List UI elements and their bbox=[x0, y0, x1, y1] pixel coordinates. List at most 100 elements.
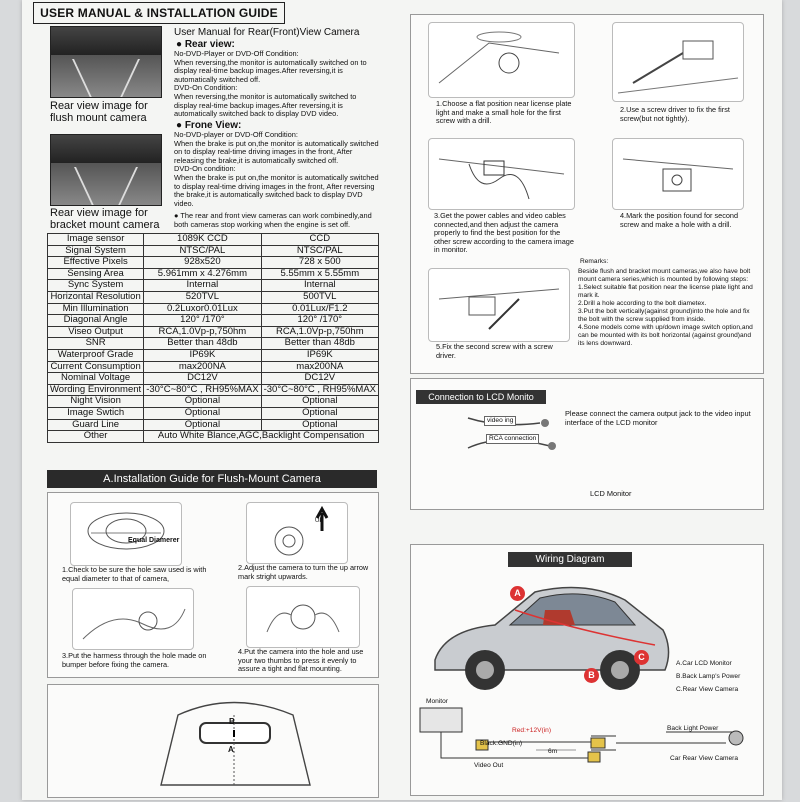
bracket-step3-sketch bbox=[428, 138, 575, 210]
cable-length-label: 6m bbox=[548, 748, 558, 755]
wiring-schematic bbox=[419, 707, 744, 763]
spec-value: 928x520 bbox=[143, 256, 262, 269]
spec-value: 728 x 500 bbox=[260, 256, 380, 269]
spec-label: Sensing Area bbox=[46, 267, 145, 281]
spec-label: Effective Pixels bbox=[46, 256, 145, 269]
spec-label: Wording Environment bbox=[46, 383, 145, 397]
flush-step3-text: 3.Put the harmess through the hole made … bbox=[62, 651, 207, 669]
bracket-step1-sketch bbox=[428, 22, 575, 98]
flush-step4-sketch bbox=[246, 586, 360, 648]
spec-value: RCA,1.0Vp-p,750hm bbox=[260, 325, 380, 339]
camera-up-drawing bbox=[274, 505, 329, 556]
front-view-title: ● Frone View: bbox=[176, 120, 241, 131]
spec-label: Guard Line bbox=[46, 418, 145, 432]
spec-value: 0.01Lux/F1.2 bbox=[260, 302, 380, 316]
legend-b: B.Back Lamp's Power bbox=[676, 673, 741, 680]
spec-value: 120° /170° bbox=[143, 314, 262, 327]
thumbs-drawing bbox=[266, 604, 340, 633]
rear-view-title: ● Rear view: bbox=[176, 39, 235, 50]
spec-label: Min Illumination bbox=[46, 302, 145, 316]
flush-step3-sketch bbox=[72, 588, 194, 650]
combined-note-text: The rear and front view cameras can work… bbox=[174, 211, 372, 229]
spec-value: max200NA bbox=[260, 360, 380, 374]
spec-label: Sync System bbox=[46, 279, 145, 292]
spec-label: Current Consumption bbox=[46, 360, 145, 374]
car-illustration bbox=[425, 570, 675, 698]
flush-mount-caption: Rear view image for flush mount camera bbox=[50, 100, 148, 124]
spec-value: CCD bbox=[260, 233, 380, 246]
spec-value: DC12V bbox=[260, 372, 380, 385]
spec-label: Signal System bbox=[46, 244, 145, 258]
dimension-b-label: B bbox=[229, 717, 235, 726]
bracket-step5-text: 5.Fix the second screw with a screw driv… bbox=[436, 342, 553, 360]
legend-a: A.Car LCD Monitor bbox=[676, 660, 732, 667]
spec-label: Viseo Output bbox=[46, 325, 145, 339]
dimension-panel bbox=[47, 684, 379, 798]
spec-value: Optional bbox=[143, 395, 262, 408]
flush-step4-text: 4.Put the camera into the hole and use y… bbox=[238, 647, 364, 673]
remarks-title: Remarks: bbox=[580, 258, 609, 265]
spec-label: Image sensor bbox=[46, 233, 145, 246]
drill-hole-drawing bbox=[438, 31, 560, 84]
spec-value: 0.2Luxor0.01Lux bbox=[143, 302, 262, 316]
wiring-diagram-title: Wiring Diagram bbox=[508, 552, 632, 567]
hole-saw-drawing bbox=[87, 512, 165, 550]
spec-value: Auto White Blance,AGC,Backlight Compensa… bbox=[143, 430, 379, 443]
back-light-power-label: Back Light Power bbox=[667, 725, 719, 732]
bracket-step4-sketch bbox=[612, 138, 744, 210]
screwdriver-drawing bbox=[617, 40, 739, 94]
spec-value: 1089K CCD bbox=[143, 233, 262, 246]
manual-header: USER MANUAL & INSTALLATION GUIDE bbox=[33, 2, 285, 24]
bracket-step2-text: 2.Use a screw driver to fix the first sc… bbox=[620, 105, 730, 123]
car-cutaway-drawing bbox=[434, 586, 670, 690]
spec-value: DC12V bbox=[143, 372, 262, 385]
bracket-step2-sketch bbox=[612, 22, 744, 102]
spec-value: 5.961mm x 4.276mm bbox=[143, 267, 262, 281]
combined-note: ● The rear and front view cameras can wo… bbox=[174, 211, 379, 229]
flush-guide-banner: A.Installation Guide for Flush-Mount Cam… bbox=[47, 470, 377, 488]
bullet-icon: ● bbox=[174, 211, 181, 220]
dimension-a-label: A bbox=[228, 745, 234, 754]
spec-label: Image Swtich bbox=[46, 406, 145, 420]
spec-value: Optional bbox=[143, 406, 262, 420]
bracket-step4-text: 4.Mark the position found for second scr… bbox=[620, 211, 739, 229]
lcd-monitor-label: LCD Monitor bbox=[590, 489, 632, 498]
video-input-label: video ing bbox=[484, 416, 517, 426]
bracket-step3-text: 3.Get the power cables and video cables … bbox=[434, 211, 574, 254]
bullet-icon: ● bbox=[176, 120, 185, 131]
marker-c: C bbox=[634, 650, 649, 665]
front-view-text: No-DVD-player or DVD-Off Condition: When… bbox=[174, 130, 379, 208]
spec-value: max200NA bbox=[143, 360, 262, 374]
rear-view-heading: Rear view: bbox=[184, 39, 235, 50]
spec-value: 5.55mm x 5.55mm bbox=[260, 267, 380, 281]
spec-value: Better than 48db bbox=[260, 337, 380, 350]
marker-c-label: C bbox=[638, 652, 645, 662]
spec-value: NTSC/PAL bbox=[260, 244, 380, 258]
spec-row: Wording Environment-30°C~80°C , RH95%MAX… bbox=[46, 383, 380, 397]
equal-diameter-label: Equal Diamerer bbox=[128, 537, 180, 544]
cable-connection-drawing bbox=[438, 158, 565, 200]
spec-label: Night Vision bbox=[46, 395, 145, 408]
spec-value: 500TVL bbox=[260, 290, 380, 304]
spec-value: Optional bbox=[143, 418, 262, 432]
flush-step2-sketch bbox=[246, 502, 348, 564]
bracket-step5-sketch bbox=[428, 268, 570, 342]
spec-label: SNR bbox=[46, 337, 145, 350]
legend-c: C.Rear View Camera bbox=[676, 686, 739, 693]
lcd-connection-text: Please connect the camera output jack to… bbox=[565, 409, 751, 427]
mark-position-drawing bbox=[622, 158, 734, 192]
spec-value: Optional bbox=[260, 395, 380, 408]
